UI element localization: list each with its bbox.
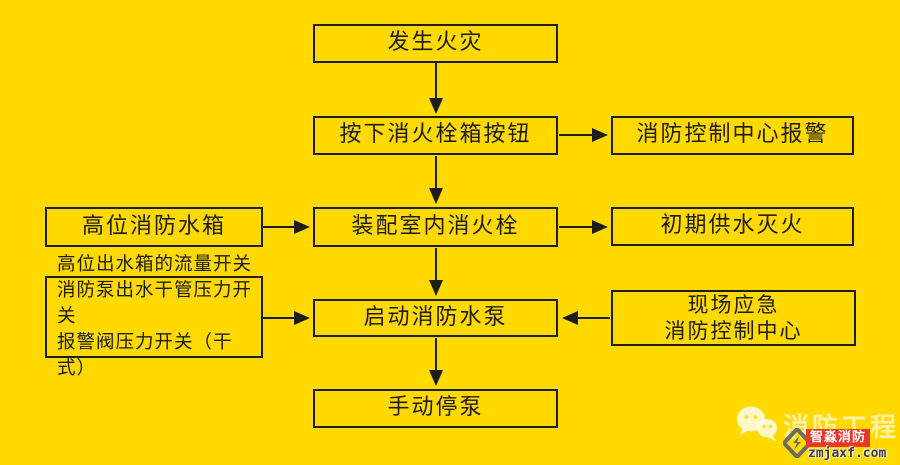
node-switch-signals-line1: 高位出水箱的流量开关 <box>57 254 253 275</box>
diamond-logo-icon <box>781 426 813 460</box>
node-onsite-emergency: 现场应急 消防控制中心 <box>611 290 856 346</box>
node-high-level-tank: 高位消防水箱 <box>45 207 263 247</box>
node-control-center-alarm: 消防控制中心报警 <box>611 116 854 155</box>
node-start-fire-pump-label: 启动消防水泵 <box>363 304 508 330</box>
node-indoor-hydrant: 装配室内消火栓 <box>313 207 558 247</box>
node-initial-water-supply-label: 初期供水灭火 <box>660 213 805 239</box>
node-switch-signals-line2: 消防泵出水干管压力开关 <box>57 280 253 327</box>
node-high-level-tank-label: 高位消防水箱 <box>81 213 226 239</box>
node-start-fire-pump: 启动消防水泵 <box>313 299 558 337</box>
watermark-brand-text: 消防工程 <box>783 413 900 443</box>
watermark-badge: 智淼消防 <box>806 429 870 447</box>
node-control-center-alarm-label: 消防控制中心报警 <box>636 122 829 148</box>
node-manual-pump-stop: 手动停泵 <box>313 389 558 428</box>
node-onsite-emergency-line2: 消防控制中心 <box>664 319 803 343</box>
node-initial-water-supply: 初期供水灭火 <box>611 207 854 246</box>
node-fire-occurs: 发生火灾 <box>313 24 558 63</box>
node-press-hydrant-button: 按下消火栓箱按钮 <box>313 116 558 155</box>
node-onsite-emergency-line1: 现场应急 <box>687 293 780 317</box>
wechat-bubbles-icon <box>736 404 780 444</box>
node-switch-signals: 高位出水箱的流量开关 消防泵出水干管压力开关 报警阀压力开关（干式） <box>45 254 263 379</box>
node-manual-pump-stop-label: 手动停泵 <box>387 395 484 421</box>
node-switch-signals-line3: 报警阀压力开关（干式） <box>57 332 233 379</box>
node-press-hydrant-button-label: 按下消火栓箱按钮 <box>339 122 532 148</box>
watermark-site-url: zmjaxf.com <box>808 446 887 461</box>
node-indoor-hydrant-label: 装配室内消火栓 <box>351 213 520 239</box>
node-fire-occurs-label: 发生火灾 <box>387 30 484 56</box>
